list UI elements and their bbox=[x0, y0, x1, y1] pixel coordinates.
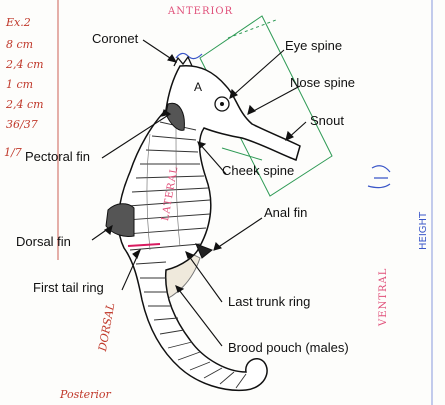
anterior-note: ANTERIOR bbox=[168, 6, 233, 17]
anal-fin bbox=[196, 244, 212, 258]
label-coronet: Coronet bbox=[92, 31, 138, 46]
height-note: HEIGHT bbox=[418, 212, 429, 250]
margin-note-5: 2,4 cm bbox=[6, 98, 44, 111]
margin-note-6: 36/37 bbox=[6, 118, 38, 131]
margin-note-4: 1 cm bbox=[6, 78, 33, 91]
label-dorsal-fin: Dorsal fin bbox=[16, 234, 71, 249]
label-snout: Snout bbox=[310, 113, 344, 128]
label-brood-pouch: Brood pouch (males) bbox=[228, 340, 349, 355]
coronet-crest bbox=[174, 57, 192, 66]
margin-note-2: 8 cm bbox=[6, 38, 33, 51]
label-anal-fin: Anal fin bbox=[264, 205, 307, 220]
margin-note-1: Ex.2 bbox=[6, 16, 31, 29]
label-last-trunk-ring: Last trunk ring bbox=[228, 294, 310, 309]
label-first-tail-ring: First tail ring bbox=[33, 280, 104, 295]
bottom-note: Posterior bbox=[60, 388, 111, 401]
label-nose-spine: Nose spine bbox=[290, 75, 355, 90]
ventral-note: VENTRAL bbox=[378, 268, 389, 326]
label-eye-spine: Eye spine bbox=[285, 38, 342, 53]
label-pectoral-fin: Pectoral fin bbox=[25, 149, 90, 164]
head-letter: A bbox=[194, 80, 202, 94]
margin-note-7: 1/7 bbox=[4, 146, 22, 159]
label-cheek-spine: Cheek spine bbox=[222, 163, 294, 178]
margin-note-3: 2,4 cm bbox=[6, 58, 44, 71]
